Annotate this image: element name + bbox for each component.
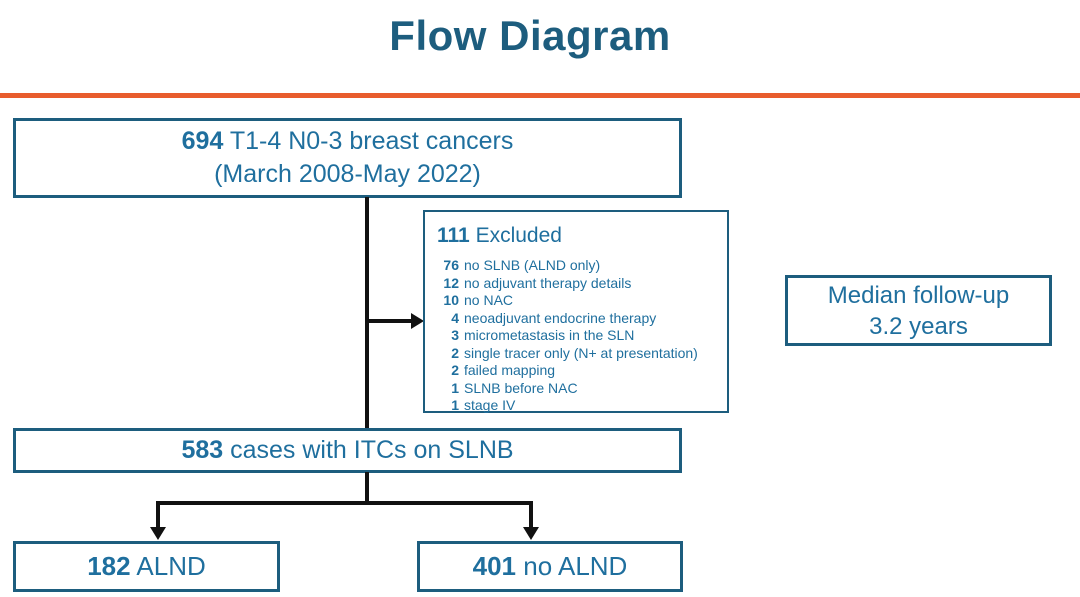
arrowhead-alnd-icon [150, 527, 166, 540]
itc-cohort-label: cases with ITCs on SLNB [230, 436, 514, 464]
connector-branch-horizontal [156, 501, 533, 505]
arrowhead-excluded-icon [411, 313, 424, 329]
connector-left-arm [156, 501, 160, 528]
reason-count: 4 [451, 309, 459, 326]
reason-count: 1 [451, 397, 459, 413]
reason-count: 2 [451, 362, 459, 378]
reason-count: 3 [451, 327, 459, 343]
reason-text: failed mapping [464, 362, 556, 378]
excluded-count: 111 [437, 224, 470, 247]
excluded-list-item: 3 micrometastasis in the SLN [437, 327, 698, 345]
reason-count: 12 [443, 274, 459, 291]
excluded-list-item: 10 no NAC [437, 292, 698, 310]
excluded-list-item: 4 neoadjuvant endocrine therapy [437, 310, 698, 328]
reason-text: neoadjuvant endocrine therapy [464, 309, 657, 326]
box-median-followup: Median follow-up 3.2 years [785, 275, 1052, 346]
excluded-header: 111 Excluded [437, 223, 562, 249]
reason-text: no adjuvant therapy details [464, 274, 632, 291]
reason-count: 1 [451, 379, 459, 396]
box-alnd: 182 ALND [13, 541, 280, 592]
alnd-count: 182 [87, 551, 131, 581]
connector-right-arm [529, 501, 533, 528]
excluded-label: Excluded [475, 224, 562, 247]
median-followup-label: Median follow-up [827, 281, 1010, 309]
reason-count: 76 [443, 257, 459, 273]
page-title: Flow Diagram [389, 12, 671, 59]
total-date-range: (March 2008-May 2022) [214, 160, 481, 188]
total-cohort-text: 694 T1-4 N0-3 breast cancers [182, 125, 514, 158]
box-total-cohort: 694 T1-4 N0-3 breast cancers (March 2008… [13, 118, 682, 198]
itc-cohort-text: 583 cases with ITCs on SLNB [181, 434, 513, 467]
connector-main-stem [365, 197, 369, 430]
reason-text: stage IV [464, 397, 516, 413]
no-alnd-label: no ALND [523, 551, 628, 581]
no-alnd-text: 401 no ALND [473, 550, 628, 583]
connector-excluded-line [368, 319, 412, 323]
itc-cohort-count: 583 [181, 436, 224, 464]
reason-text: SLNB before NAC [464, 379, 578, 396]
reason-text: no NAC [464, 292, 514, 308]
excluded-list-item: 1 stage IV [437, 397, 698, 415]
excluded-list-item: 2 single tracer only (N+ at presentation) [437, 345, 698, 363]
arrowhead-no-alnd-icon [523, 527, 539, 540]
excluded-list-item: 12 no adjuvant therapy details [437, 275, 698, 293]
total-count: 694 [181, 127, 224, 155]
median-followup-value: 3.2 years [869, 312, 968, 340]
alnd-text: 182 ALND [87, 550, 206, 583]
reason-text: single tracer only (N+ at presentation) [464, 344, 698, 361]
reason-text: micrometastasis in the SLN [464, 327, 635, 343]
box-itc-cohort: 583 cases with ITCs on SLNB [13, 428, 682, 473]
excluded-list-item: 1 SLNB before NAC [437, 380, 698, 398]
title-divider-rule [0, 93, 1080, 98]
total-label: T1-4 N0-3 breast cancers [229, 127, 514, 155]
excluded-list-item: 76 no SLNB (ALND only) [437, 257, 698, 275]
excluded-list-item: 2 failed mapping [437, 362, 698, 380]
connector-branch-stem [365, 472, 369, 503]
no-alnd-count: 401 [472, 551, 517, 581]
reason-count: 10 [443, 292, 459, 308]
alnd-label: ALND [136, 551, 206, 581]
reason-count: 2 [451, 344, 459, 361]
reason-text: no SLNB (ALND only) [464, 257, 601, 273]
box-no-alnd: 401 no ALND [417, 541, 683, 592]
